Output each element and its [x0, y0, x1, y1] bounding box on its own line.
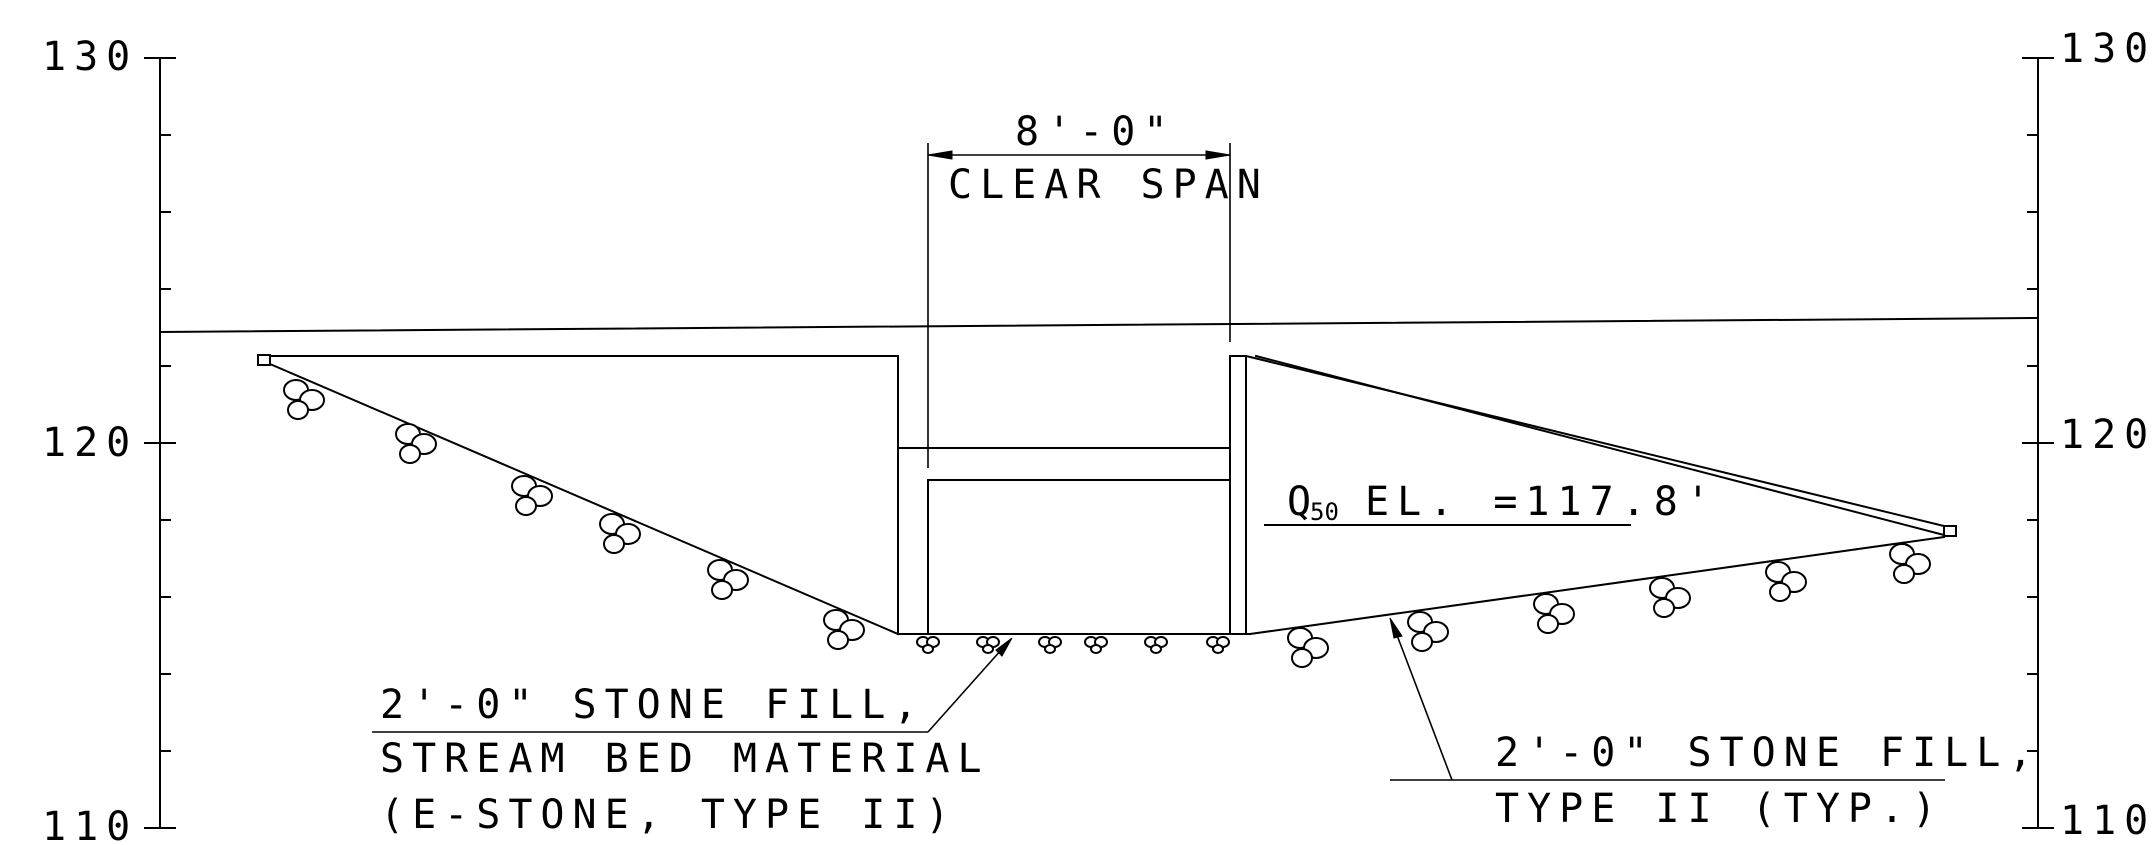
- left-elevation-label-120: 120: [42, 420, 138, 466]
- q50-subscript: 50: [1310, 498, 1339, 526]
- q50-elevation-text: EL. =117.8': [1365, 479, 1718, 525]
- left-elevation-label-110: 110: [42, 804, 138, 845]
- right-callout-line2: TYPE II (TYP.): [1495, 786, 1944, 832]
- left-callout-line3: (E-STONE, TYPE II): [380, 792, 957, 838]
- left-embankment: [257, 354, 900, 636]
- clear-span-dimension: [927, 143, 1231, 468]
- left-callout-leader: [372, 637, 1013, 733]
- clear-span-value: 8'-0": [1015, 109, 1175, 155]
- stream-bed-stones: [916, 636, 1230, 654]
- right-elevation-label-110: 110: [2060, 798, 2156, 844]
- clear-span-label: CLEAR SPAN: [948, 162, 1269, 208]
- right-callout-line1: 2'-0" STONE FILL,: [1495, 730, 2040, 776]
- right-callout-leader: [1389, 617, 1945, 781]
- left-callout-line1: 2'-0" STONE FILL,: [380, 682, 925, 728]
- left-slope-riprap: [283, 379, 865, 650]
- right-embankment: [1244, 354, 1957, 636]
- road-grade-line: [158, 316, 2040, 334]
- culvert-structure: [897, 355, 1251, 635]
- right-slope-riprap: [1287, 543, 1931, 668]
- q50-symbol: Q: [1287, 479, 1319, 525]
- right-elevation-label-120: 120: [2060, 412, 2156, 458]
- left-elevation-label-130: 130: [42, 34, 138, 80]
- left-elevation-scale: [144, 57, 176, 829]
- right-elevation-label-130: 130: [2060, 26, 2156, 72]
- left-callout-line2: STREAM BED MATERIAL: [380, 736, 990, 782]
- right-elevation-scale: [2022, 57, 2054, 829]
